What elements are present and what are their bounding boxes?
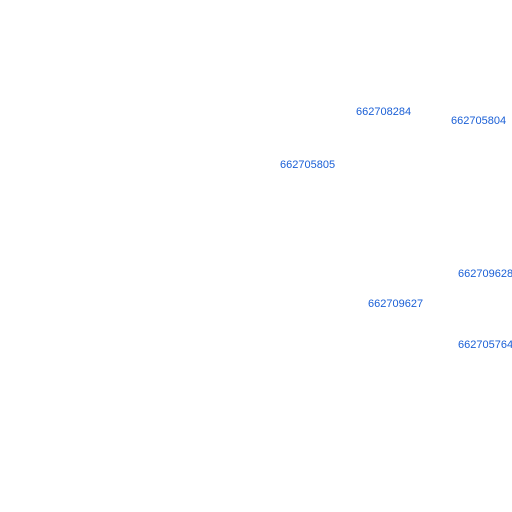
parcel-label[interactable]: 662705764 xyxy=(458,339,512,351)
parcel-label[interactable]: 662708284 xyxy=(356,106,412,118)
parcel-label[interactable]: 662709628 xyxy=(458,268,512,280)
parcel-label[interactable]: 662705804 xyxy=(451,115,507,127)
parcel-label[interactable]: 662705805 xyxy=(280,159,336,171)
parcel-label[interactable]: 662709627 xyxy=(368,298,424,310)
